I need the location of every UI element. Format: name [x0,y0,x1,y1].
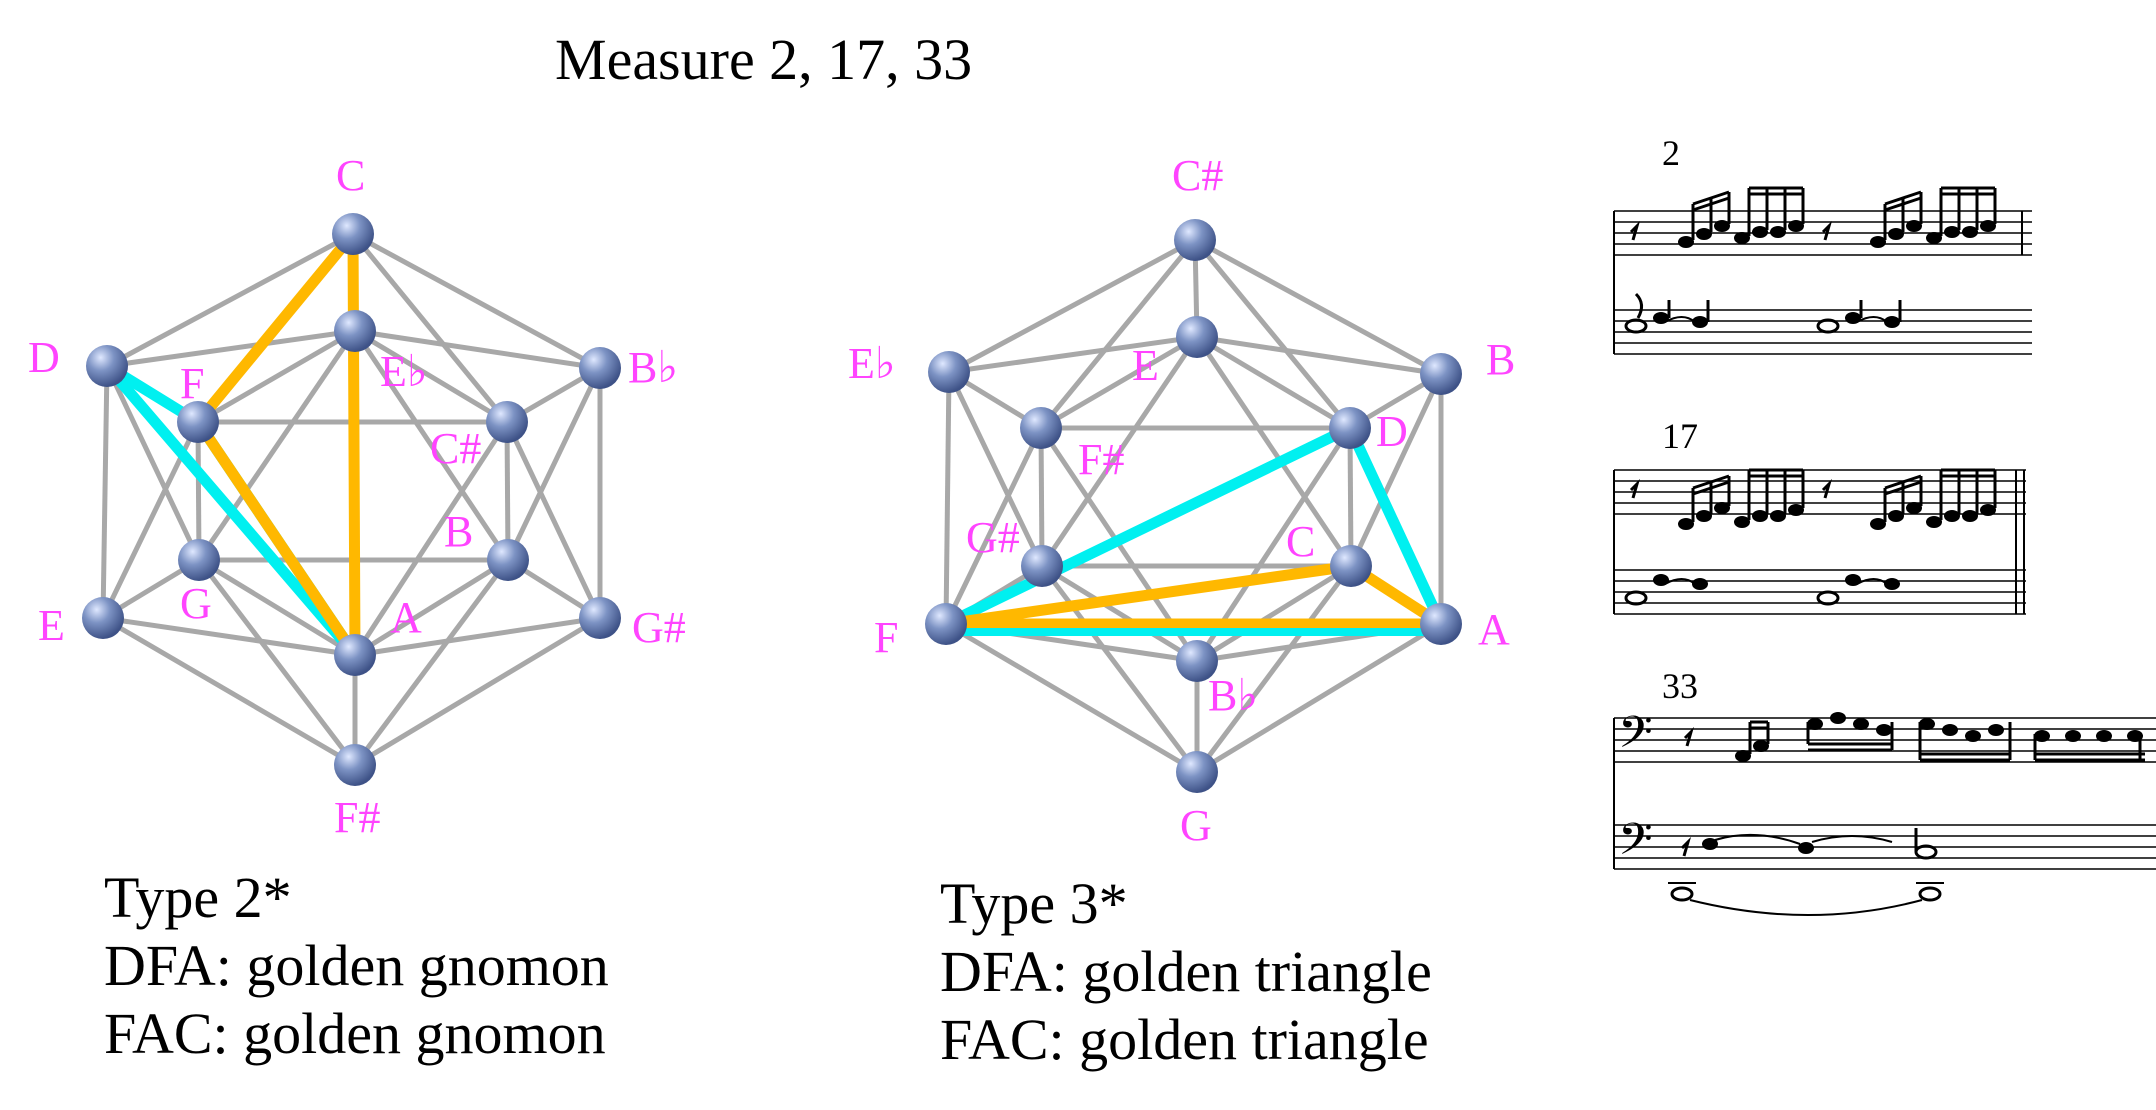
fac-label: FAC: golden gnomon [104,1001,606,1066]
type-label: Type 3* [940,871,1128,936]
label-left: A [390,593,422,642]
node-c [332,213,374,255]
label-right: F [874,613,898,662]
measure-number: 2 [1662,133,1680,173]
score-measure-2 [1613,186,2032,355]
measure-number: 33 [1662,666,1698,706]
label-left: E♭ [380,347,428,396]
node-e-r [1176,316,1218,358]
caption-right: Type 3* DFA: golden triangle FAC: golden… [940,870,1432,1074]
label-left: G [180,579,212,628]
node-c-r [1330,545,1372,587]
node-b [487,539,529,581]
label-right: E♭ [848,339,896,388]
bass-clef-icon: 𝄢 [1618,815,1653,875]
node-fsharp [334,744,376,786]
caption-left: Type 2* DFA: golden gnomon FAC: golden g… [104,864,609,1068]
label-right: G [1180,801,1212,850]
label-right: G# [966,513,1020,562]
label-left: C [336,151,365,200]
label-right: D [1376,407,1408,456]
label-right: C# [1172,151,1223,200]
label-left: B [444,507,473,556]
score-measure-33: 𝄢 𝄢 [1613,708,2156,916]
measure-number: 17 [1662,416,1698,456]
label-left: F# [334,793,380,842]
label-right: F# [1078,435,1124,484]
label-left: C# [430,424,481,473]
label-right: B [1486,335,1515,384]
node-eb-r [928,351,970,393]
node-b-r [1420,353,1462,395]
node-e [82,597,124,639]
right-nodes [925,219,1462,793]
left-labels: C D F E♭ B♭ C# B E G A G# F# [28,151,686,842]
node-gsharp [579,597,621,639]
node-d [86,345,128,387]
node-fsharp-r [1020,407,1062,449]
type-label: Type 2* [104,865,292,930]
label-left: B♭ [628,343,678,392]
right-labels: C# E♭ E B F# D G# C F A B♭ G [848,151,1515,850]
bass-clef-icon: 𝄢 [1618,708,1653,768]
fac-label: FAC: golden triangle [940,1007,1429,1072]
node-csharp [486,401,528,443]
label-right: B♭ [1208,671,1258,720]
node-d-r [1329,407,1371,449]
label-right: A [1478,605,1510,654]
node-f [177,401,219,443]
node-f-r [925,603,967,645]
node-g-r [1176,751,1218,793]
dfa-label: DFA: golden gnomon [104,933,609,998]
label-left: F [180,359,204,408]
node-bb [579,347,621,389]
score-measure-17 [1613,468,2026,615]
left-nodes [82,213,621,786]
fac-triangle-left [192,218,361,674]
node-a [334,634,376,676]
fac-triangle-right [940,560,1460,630]
label-right: E [1132,341,1159,390]
node-bb-r [1176,640,1218,682]
node-g [178,539,220,581]
node-a-r [1420,603,1462,645]
label-left: D [28,333,60,382]
node-csharp-r [1174,219,1216,261]
node-eb [334,310,376,352]
label-left: E [38,601,65,650]
score-excerpts: 𝄢 𝄢 [1613,133,2156,916]
page-title: Measure 2, 17, 33 [555,27,973,92]
right-triangles [940,420,1460,636]
node-gsharp-r [1021,545,1063,587]
label-right: C [1286,517,1315,566]
dfa-label: DFA: golden triangle [940,939,1432,1004]
label-left: G# [632,603,686,652]
